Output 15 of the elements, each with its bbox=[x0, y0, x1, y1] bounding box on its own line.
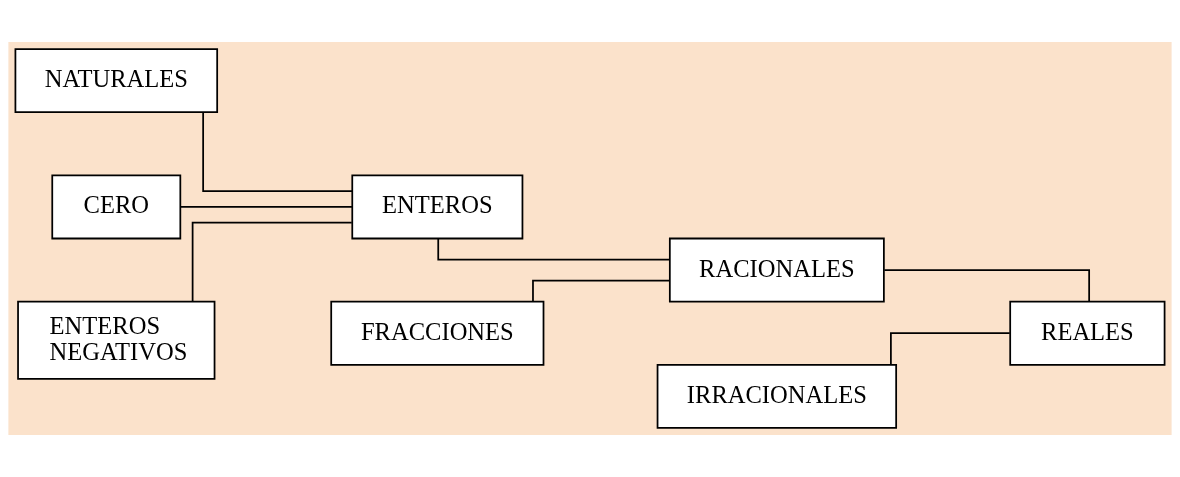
connector bbox=[890, 332, 1011, 365]
node-box: CERO bbox=[51, 174, 182, 240]
node-box: IRRACIONALES bbox=[656, 363, 898, 429]
node-box: RACIONALES bbox=[668, 237, 885, 303]
connector bbox=[437, 237, 671, 261]
node-box: ENTEROS NEGATIVOS bbox=[17, 300, 216, 380]
connector bbox=[191, 221, 353, 302]
node-box: FRACCIONES bbox=[330, 300, 545, 366]
node-box: NATURALES bbox=[14, 48, 219, 114]
connector bbox=[883, 269, 1091, 302]
connector bbox=[202, 111, 354, 192]
connector bbox=[179, 206, 353, 208]
node-box: REALES bbox=[1009, 300, 1166, 366]
node-box: ENTEROS bbox=[351, 174, 524, 240]
connector bbox=[532, 279, 671, 303]
